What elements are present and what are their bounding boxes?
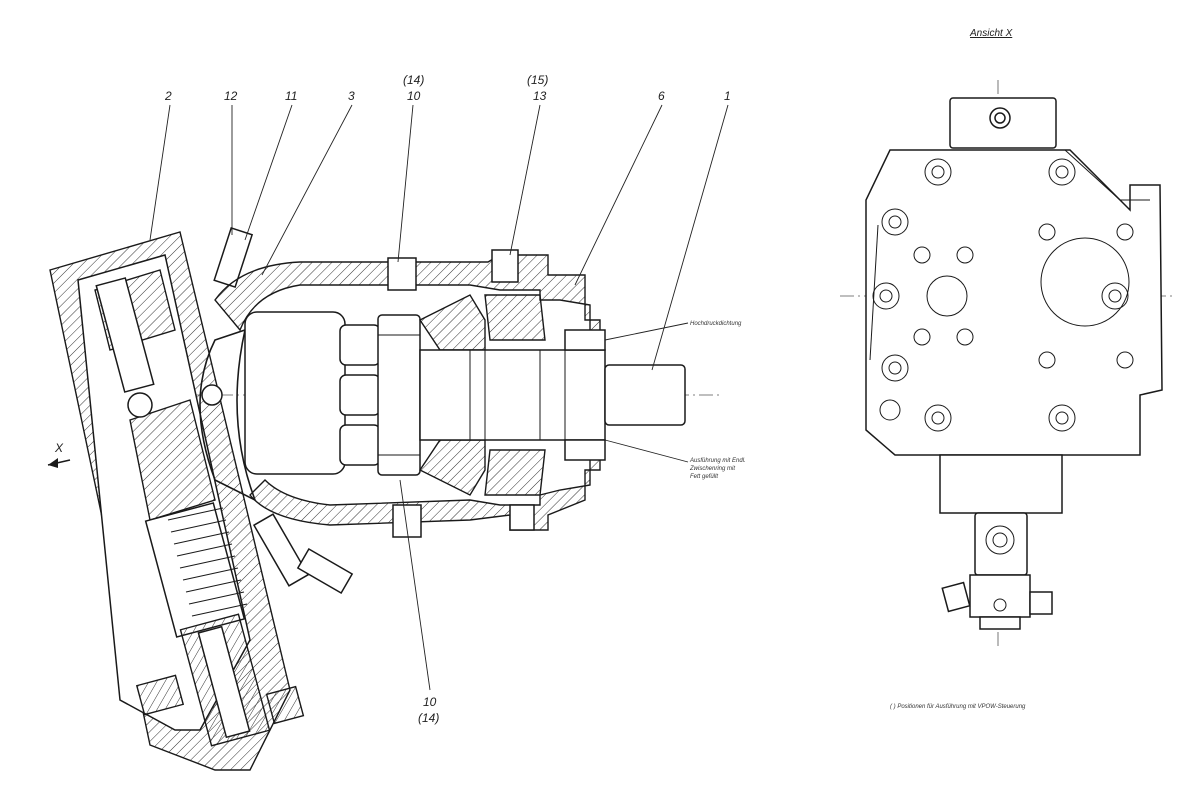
- view-title: Ansicht X: [969, 28, 1013, 39]
- sectional-view: [49, 227, 720, 771]
- label-14-bottom: (14): [418, 711, 439, 725]
- note-lower-3: Fett gefüllt: [690, 474, 718, 480]
- label-15: (15): [527, 73, 548, 87]
- label-6: 6: [658, 89, 665, 103]
- footnote: ( ) Positionen für Ausführung mit VPOW-S…: [890, 704, 1026, 710]
- note-high-pressure-seal: Hochdruckdichtung: [690, 321, 742, 327]
- annotations: Hochdruckdichtung Ausführung mit Endl. Z…: [689, 321, 1026, 710]
- view-x: Ansicht X: [840, 28, 1175, 650]
- note-lower-1: Ausführung mit Endl.: [689, 458, 746, 464]
- view-arrow: X: [47, 441, 71, 468]
- label-10-top: 10: [407, 89, 421, 103]
- control-spring: [144, 502, 248, 638]
- label-1: 1: [724, 89, 731, 103]
- drive-shaft: [419, 329, 686, 461]
- main-housing: [214, 249, 601, 538]
- bearings: [418, 294, 546, 496]
- drive-flange: [377, 314, 421, 476]
- label-11: 11: [285, 89, 297, 103]
- cylinder-barrel: [244, 311, 381, 475]
- label-12: 12: [224, 89, 238, 103]
- label-14-top: (14): [403, 73, 424, 87]
- leader-lines: [149, 104, 729, 691]
- label-10-bottom: 10: [423, 695, 437, 709]
- control-piston: [179, 613, 271, 747]
- view-arrow-label: X: [54, 441, 64, 455]
- label-3: 3: [348, 89, 355, 103]
- note-lower-2: Zwischenring mit: [689, 466, 735, 472]
- label-13: 13: [533, 89, 547, 103]
- bolt-holes: [872, 158, 1134, 432]
- part-labels: 2 12 11 3 (14) 10 (15) 13 6 1 10 (14): [164, 73, 731, 725]
- port-plate-housing: [49, 227, 354, 771]
- label-2: 2: [164, 89, 172, 103]
